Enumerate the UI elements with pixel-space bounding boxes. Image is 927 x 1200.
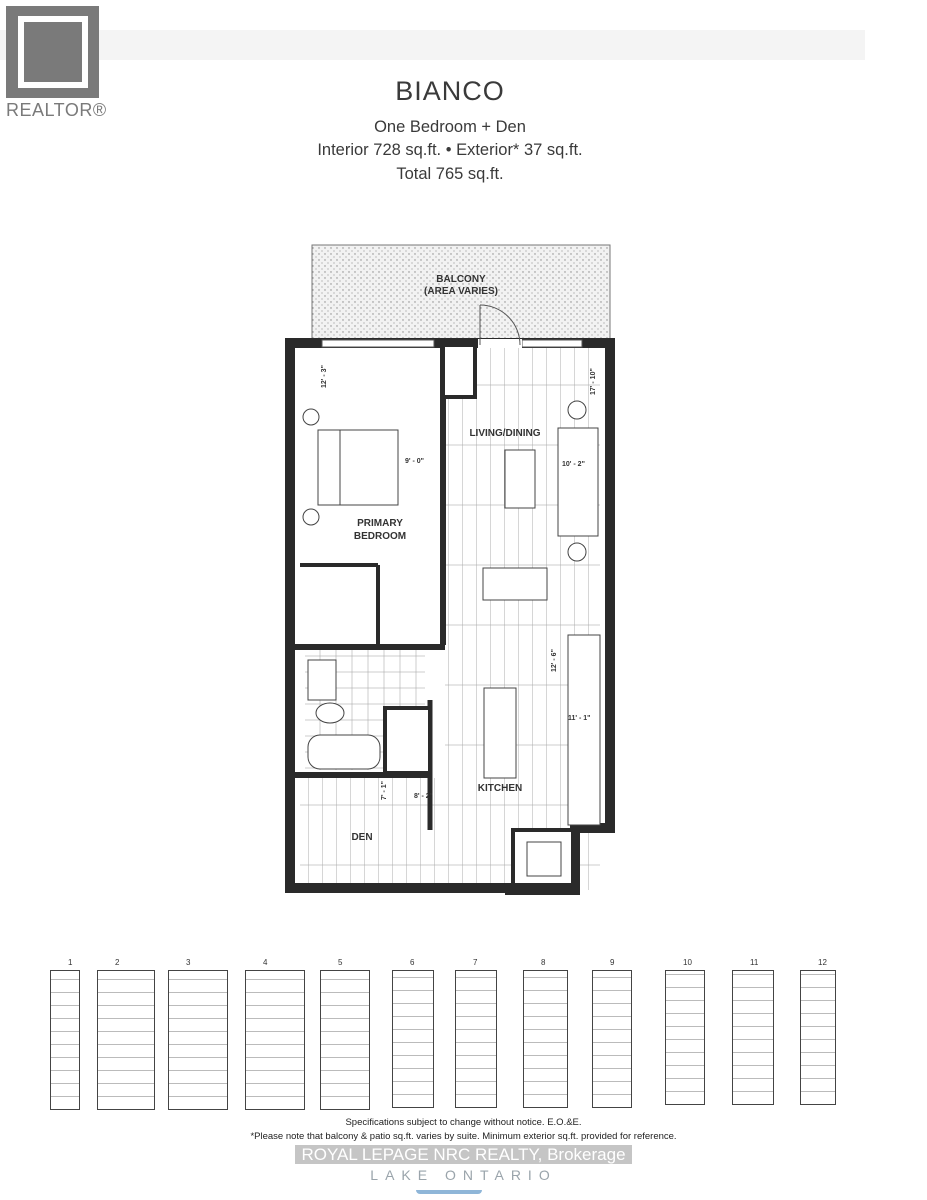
key-plan-floor-thumbnail bbox=[50, 970, 80, 1110]
kitchen-label: KITCHEN bbox=[478, 783, 522, 794]
dim-bedroom-width: 9' - 0" bbox=[405, 458, 424, 465]
key-plan-floor-number: 7 bbox=[473, 958, 478, 967]
key-plan-floor-number: 9 bbox=[610, 958, 615, 967]
scan-header-band bbox=[0, 30, 865, 60]
key-plan-floor-thumbnail bbox=[245, 970, 305, 1110]
sofa bbox=[557, 427, 599, 537]
dim-den-length: 7' - 1" bbox=[381, 781, 388, 800]
key-plan-floor-thumbnail bbox=[732, 970, 774, 1105]
unit-type: One Bedroom + Den bbox=[374, 118, 526, 136]
disclaimer-line-2: *Please note that balcony & patio sq.ft.… bbox=[250, 1131, 677, 1142]
brand-name: LAKE ONTARIO bbox=[370, 1167, 557, 1183]
key-plan-floor-thumbnail bbox=[97, 970, 155, 1110]
key-plan-floor-number: 8 bbox=[541, 958, 546, 967]
key-plan-floor-number: 5 bbox=[338, 958, 343, 967]
realtor-logo-mark bbox=[6, 6, 99, 98]
primary-bedroom-label-2: BEDROOM bbox=[354, 531, 406, 542]
brokerage-watermark: ROYAL LEPAGE NRC REALTY, Brokerage bbox=[0, 1145, 927, 1165]
realtor-logo: REALTOR® bbox=[6, 6, 107, 121]
den-floor bbox=[300, 778, 445, 886]
key-plan-floor-number: 3 bbox=[186, 958, 191, 967]
area-breakdown: Interior 728 sq.ft. • Exterior* 37 sq.ft… bbox=[317, 141, 583, 159]
dim-living-width: 10' - 2" bbox=[562, 461, 585, 468]
key-plan-floor-number: 2 bbox=[115, 958, 120, 967]
coffee-table bbox=[504, 449, 536, 509]
dining-table bbox=[482, 567, 548, 601]
brokerage-text: ROYAL LEPAGE NRC REALTY, Brokerage bbox=[295, 1145, 632, 1164]
balcony-note: (AREA VARIES) bbox=[424, 286, 498, 297]
primary-bedroom-label-1: PRIMARY bbox=[357, 518, 403, 529]
exterior-walls bbox=[285, 338, 615, 895]
den-label: DEN bbox=[351, 832, 372, 843]
dim-bedroom-length: 12' - 3" bbox=[321, 365, 328, 388]
key-plan-floor-thumbnail bbox=[320, 970, 370, 1110]
key-plan-floor-number: 4 bbox=[263, 958, 268, 967]
key-plan-floor-number: 12 bbox=[818, 958, 827, 967]
key-plan-floor-thumbnail bbox=[392, 970, 434, 1108]
disclaimer-line-1: Specifications subject to change without… bbox=[345, 1117, 582, 1128]
balcony-label: BALCONY bbox=[436, 274, 486, 285]
key-plan-floor-number: 1 bbox=[68, 958, 73, 967]
key-plan-floor-number: 6 bbox=[410, 958, 415, 967]
realtor-logo-text: REALTOR® bbox=[6, 100, 107, 120]
key-plan-floor-thumbnail bbox=[523, 970, 568, 1108]
key-plan-floor-thumbnail bbox=[800, 970, 836, 1105]
dim-den-width: 8' - 2" bbox=[414, 793, 433, 800]
bathtub bbox=[307, 734, 381, 770]
key-plan-floor-thumbnail bbox=[665, 970, 705, 1105]
dim-kitchen-width: 11' - 1" bbox=[568, 715, 591, 722]
brand-swoosh bbox=[416, 1190, 482, 1194]
key-plan-floor-thumbnail bbox=[168, 970, 228, 1110]
balcony bbox=[311, 244, 611, 346]
key-plan-floor-thumbnail bbox=[592, 970, 632, 1108]
suite-title: BIANCO bbox=[395, 76, 505, 106]
total-area: Total 765 sq.ft. bbox=[396, 165, 504, 183]
kitchen-counter bbox=[567, 634, 601, 826]
key-plan-floor-number: 11 bbox=[750, 958, 759, 967]
dim-kitchen-length: 12' - 6" bbox=[551, 649, 558, 672]
key-plan-floor-thumbnail bbox=[455, 970, 497, 1108]
kitchen-island bbox=[483, 687, 517, 779]
living-dining-label: LIVING/DINING bbox=[469, 428, 540, 439]
key-plan-floor-number: 10 bbox=[683, 958, 692, 967]
dim-living-length: 17' - 10" bbox=[590, 368, 597, 395]
